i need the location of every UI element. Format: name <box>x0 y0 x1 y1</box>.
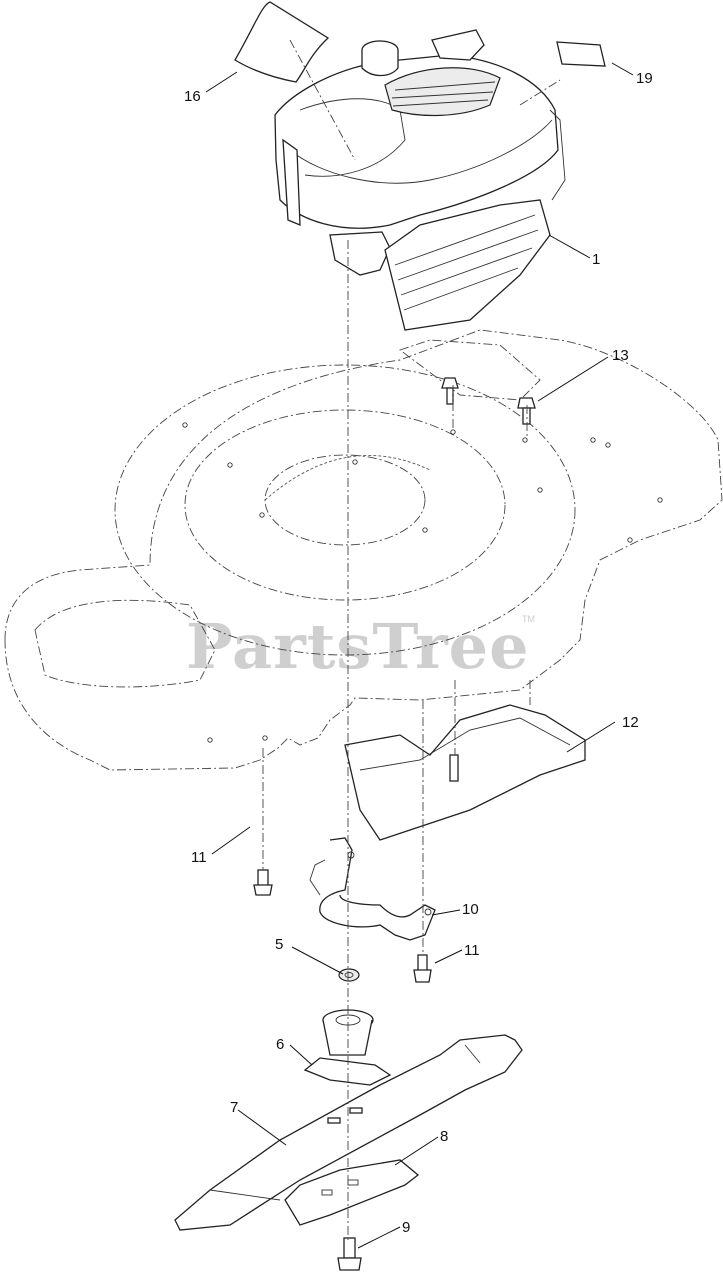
part-16-decal <box>234 1 330 83</box>
callout-8: 8 <box>440 1128 448 1145</box>
callout-9: 9 <box>402 1219 410 1236</box>
callout-5: 5 <box>275 936 283 953</box>
callout-19: 19 <box>636 70 653 87</box>
part-10-bracket <box>309 837 436 941</box>
part-1-engine <box>274 29 566 331</box>
callout-11a: 11 <box>191 849 207 866</box>
callout-11b: 11 <box>464 942 480 959</box>
part-7-blade <box>174 1034 523 1231</box>
callout-6: 6 <box>276 1036 284 1053</box>
callout-labels: 16 19 1 13 12 11 10 5 11 6 7 8 9 <box>184 70 653 1236</box>
part-9-bolt <box>337 1237 362 1271</box>
part-6-adapter <box>303 1009 392 1086</box>
part-5-washer <box>338 968 360 982</box>
part-19-label <box>556 41 606 67</box>
callout-1: 1 <box>592 251 600 268</box>
part-12-baffle <box>344 704 586 841</box>
alignment-lines <box>262 39 561 1240</box>
part-11-bolts <box>253 869 432 983</box>
callout-10: 10 <box>462 901 479 918</box>
part-13-bolts <box>441 377 536 425</box>
watermark: PartsTree <box>186 610 530 683</box>
callout-16: 16 <box>184 88 201 105</box>
callout-leaders <box>205 62 634 1249</box>
callout-7: 7 <box>230 1099 238 1116</box>
watermark-tm: TM <box>522 614 535 624</box>
mower-deck <box>4 329 723 771</box>
part-8-stiffener <box>284 1159 420 1226</box>
callout-13: 13 <box>612 347 629 364</box>
callout-12: 12 <box>622 714 639 731</box>
